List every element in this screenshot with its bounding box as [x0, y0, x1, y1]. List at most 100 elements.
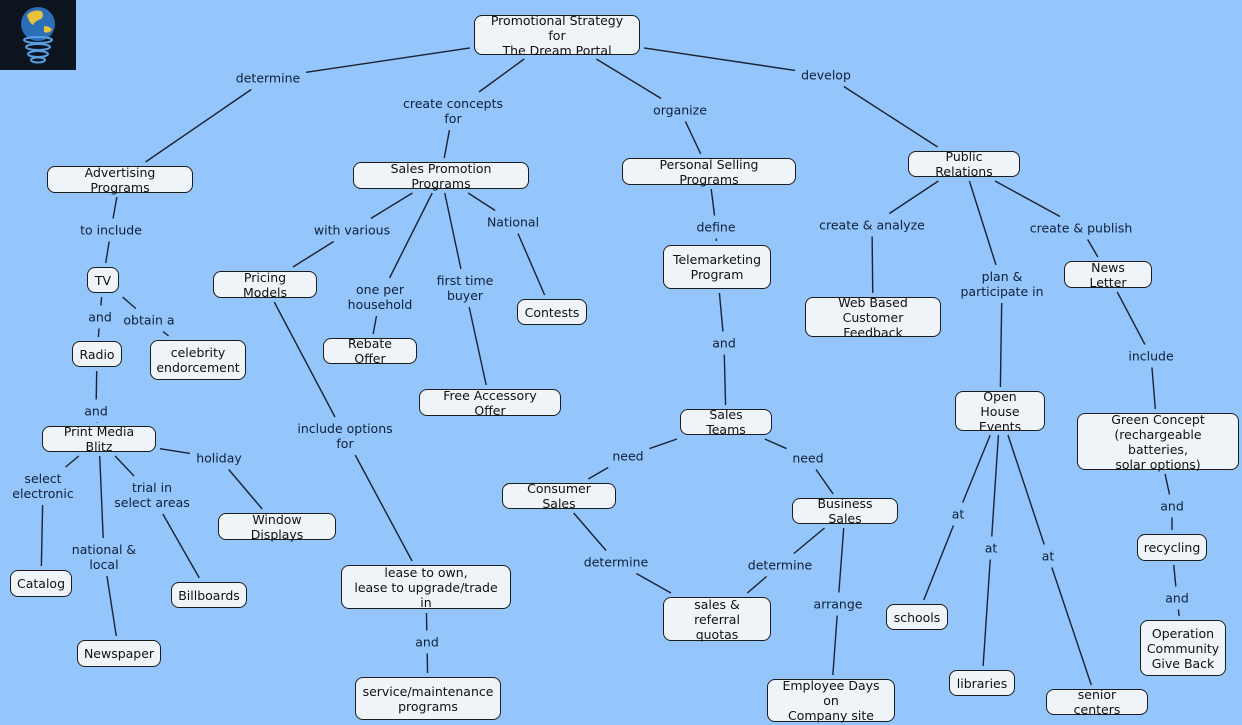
concept-advertising-programs[interactable]: Advertising Programs: [47, 165, 193, 195]
connector-l_need2-out: [815, 469, 834, 495]
connector-l_need2-in: [764, 438, 787, 450]
concept-celebrity-endorcement[interactable]: celebrity endorcement: [150, 340, 246, 380]
connector-l_firsttime-out: [468, 306, 487, 386]
connector-l_holiday-in: [159, 447, 191, 455]
concept-telemarketing-program[interactable]: Telemarketing Program: [663, 245, 771, 289]
connector-l_national-out: [517, 233, 546, 296]
connector-l_national-in: [467, 192, 496, 212]
connector-l_det3-in: [793, 527, 825, 555]
connector-l_and6-in: [1173, 564, 1177, 587]
connector-l_at2-in: [991, 434, 1000, 537]
connector-l_various-out: [292, 240, 335, 268]
connector-l_toinclude-in: [112, 196, 118, 219]
link-label-trial-in-select-areas: trial in select areas: [112, 480, 192, 510]
concept-employee-days[interactable]: Employee Days on Company site: [767, 678, 895, 723]
concept-senior-centers[interactable]: senior centers: [1046, 687, 1148, 717]
connector-l_and1-in: [100, 296, 103, 306]
link-label-organize: organize: [651, 102, 709, 118]
connector-l_include-out: [1151, 367, 1157, 410]
connector-l_determine-out: [145, 88, 252, 163]
connector-l_organize-in: [595, 58, 662, 100]
concept-window-displays[interactable]: Window Displays: [218, 512, 336, 542]
connector-l_create-out: [443, 129, 451, 159]
link-label-and: and: [413, 634, 441, 650]
connector-l_natlocal-out: [106, 575, 117, 637]
link-label-include: include: [1126, 348, 1176, 364]
connector-l_createpub-in: [994, 180, 1061, 218]
concept-web-based-customer-feedback[interactable]: Web Based Customer Feedback: [805, 295, 941, 340]
link-label-and: and: [86, 309, 114, 325]
connector-l_toinclude-out: [105, 241, 110, 264]
concept-sales-teams[interactable]: Sales Teams: [680, 407, 772, 437]
connector-l_need1-in: [649, 438, 678, 450]
link-label-national: National: [484, 214, 542, 230]
concept-sales-promotion-programs[interactable]: Sales Promotion Programs: [353, 161, 529, 191]
link-label-national-local: national & local: [69, 542, 139, 572]
concept-newspaper[interactable]: Newspaper: [77, 640, 161, 667]
connector-l_createpub-out: [1087, 239, 1099, 258]
connector-l_incopt-in: [273, 301, 336, 418]
connector-l_organize-out: [684, 121, 702, 155]
concept-contests[interactable]: Contests: [517, 299, 587, 325]
connector-l_holiday-out: [228, 469, 263, 510]
concept-lease-options[interactable]: lease to own, lease to upgrade/trade in: [341, 565, 511, 610]
link-label-determine: determine: [233, 70, 303, 86]
concept-root[interactable]: Promotional Strategy for The Dream Porta…: [474, 13, 640, 58]
globe-lightbulb-icon: [21, 7, 55, 64]
link-label-determine: determine: [745, 557, 815, 573]
link-label-to-include: to include: [78, 222, 144, 238]
connector-l_trial-in: [114, 455, 135, 477]
concept-recycling[interactable]: recycling: [1137, 534, 1207, 561]
connector-l_and4-out: [723, 354, 727, 406]
connector-l_arrange-in: [838, 527, 845, 593]
concept-consumer-sales[interactable]: Consumer Sales: [502, 481, 616, 511]
link-label-include-options-for: include options for: [295, 421, 395, 451]
concept-radio[interactable]: Radio: [72, 341, 122, 367]
connector-l_plan-in: [968, 180, 997, 266]
link-label-and: and: [1158, 498, 1186, 514]
concept-catalog[interactable]: Catalog: [10, 570, 72, 597]
connector-l_at1-in: [962, 434, 991, 503]
link-label-at: at: [982, 540, 1000, 556]
link-label-and: and: [1163, 590, 1191, 606]
connector-l_and2-in: [95, 370, 98, 400]
link-label-develop: develop: [799, 67, 853, 83]
connector-l_at1-out: [923, 525, 955, 601]
concept-sales-referral-quotas[interactable]: sales & referral quotas: [663, 597, 771, 642]
link-label-need: need: [610, 448, 646, 464]
concept-print-media-blitz[interactable]: Print Media Blitz: [42, 424, 156, 454]
link-label-and: and: [710, 335, 738, 351]
connector-l_and5-in: [1164, 473, 1171, 495]
connector-l_oneper-out: [372, 315, 378, 335]
globe-lightbulb-logo: [0, 0, 76, 70]
connector-l_at2-out: [982, 559, 991, 667]
connector-l_det3-out: [746, 575, 768, 594]
concept-rebate-offer[interactable]: Rebate Offer: [323, 336, 417, 366]
concept-operation-community-give-back[interactable]: Operation Community Give Back: [1140, 620, 1226, 676]
connector-l_incopt-out: [354, 454, 413, 562]
link-label-first-time-buyer: first time buyer: [434, 273, 496, 303]
link-label-obtain-a: obtain a: [121, 312, 177, 328]
connector-l_createan-out: [871, 236, 874, 294]
concept-business-sales[interactable]: Business Sales: [792, 496, 898, 526]
link-label-need: need: [790, 450, 826, 466]
concept-billboards[interactable]: Billboards: [171, 582, 247, 608]
concept-personal-selling-programs[interactable]: Personal Selling Programs: [622, 157, 796, 187]
concept-green-concept[interactable]: Green Concept (rechargeable batteries, s…: [1077, 412, 1239, 472]
connector-l_firsttime-in: [444, 192, 462, 270]
concept-public-relations[interactable]: Public Relations: [908, 149, 1020, 179]
link-label-define: define: [694, 219, 738, 235]
concept-free-accessory-offer[interactable]: Free Accessory Offer: [419, 388, 561, 418]
link-label-create-analyze: create & analyze: [817, 217, 927, 233]
concept-pricing-models[interactable]: Pricing Models: [213, 270, 317, 300]
concept-tv[interactable]: TV: [87, 267, 119, 293]
link-label-plan-participate-in: plan & participate in: [958, 269, 1046, 299]
link-label-determine: determine: [581, 554, 651, 570]
connector-l_include-in: [1116, 291, 1146, 345]
concept-libraries[interactable]: libraries: [949, 670, 1015, 696]
concept-open-house-events[interactable]: Open House Events: [955, 389, 1045, 434]
concept-news-letter[interactable]: News Letter: [1064, 260, 1152, 290]
concept-service-maintenance-programs[interactable]: service/maintenance programs: [355, 677, 501, 720]
concept-schools[interactable]: schools: [886, 604, 948, 630]
